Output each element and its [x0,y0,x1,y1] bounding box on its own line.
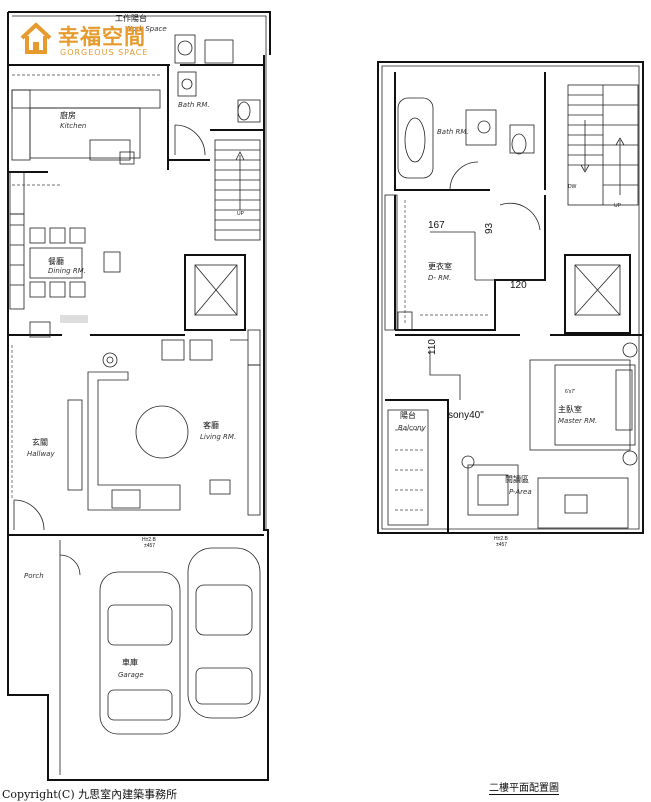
stair-dw-2f: DW [568,184,577,190]
coffee-table [135,405,189,459]
car-left [99,571,181,735]
stair-up-2f: UP [614,203,622,209]
kitchen-counter [11,89,31,161]
washbasin [177,71,197,97]
bathtub [397,97,434,179]
stair-up-1f: UP [237,211,245,217]
logo-subtitle: GORGEOUS SPACE [60,48,149,57]
label-hallway-cn: 玄關 [32,437,48,447]
label-reading-en: P-Area [509,488,532,496]
house-logo-icon [20,22,52,54]
dining-set [29,227,121,298]
brand-logo: 幸福空間 GORGEOUS SPACE [18,20,188,60]
level-note-1f-a: H±2.B [142,537,157,543]
dim-120: 120 [510,280,527,291]
label-balcony-cn: 陽台 [400,410,416,420]
first-floor-plan [7,11,271,781]
label-bath-2f: Bath RM. [437,128,469,136]
master-bed [554,364,636,446]
toilet-2f [509,124,535,154]
tv-note: sony40" [448,410,484,421]
dim-110: 110 [427,339,438,355]
dim-93: 93 [484,222,495,234]
second-floor-plan [377,61,644,534]
label-hallway-en: Hallway [27,450,55,458]
label-reading-cn: 閱讀區 [505,474,529,484]
label-garage-cn: 車庫 [122,657,138,667]
label-porch: Porch [24,572,44,580]
dim-167: 167 [428,220,445,231]
stairs-2f [567,84,639,206]
label-garage-en: Garage [118,671,144,679]
label-master-en: Master RM. [558,417,597,425]
second-floor-plan-title: 二樓平面配置圖 [489,779,559,795]
label-workbalcony-cn: 工作陽台 [115,13,147,23]
label-kitchen-en: Kitchen [60,122,86,130]
car-right [187,547,261,719]
label-balcony-en: Balcony [398,424,427,432]
label-bath-1f: Bath RM. [178,101,210,109]
level-note-2f-a: H±2.B [494,536,509,542]
label-dining-en: Dining RM. [48,267,86,275]
level-note-2f-b: ±457 [496,542,507,548]
armchair [467,464,519,516]
label-dining-cn: 餐廳 [48,256,64,266]
label-living-cn: 客廳 [203,420,219,430]
level-note-1f-b: ±457 [144,543,155,549]
logo-text: 幸福空間 [58,25,146,49]
label-master-cn: 主臥室 [558,404,582,414]
label-dressing-cn: 更衣室 [428,261,452,271]
living-sofa [87,352,181,511]
bed-size: 6'x7' [565,389,575,395]
stairs-1f [214,139,261,241]
copyright-text: Copyright(C) 九思室內建築事務所 [2,788,178,801]
label-workbalcony-en: Work Space [125,25,167,33]
label-dressing-en: D- RM. [428,274,451,282]
label-kitchen-cn: 廚房 [60,110,76,120]
label-living-en: Living RM. [200,433,236,441]
